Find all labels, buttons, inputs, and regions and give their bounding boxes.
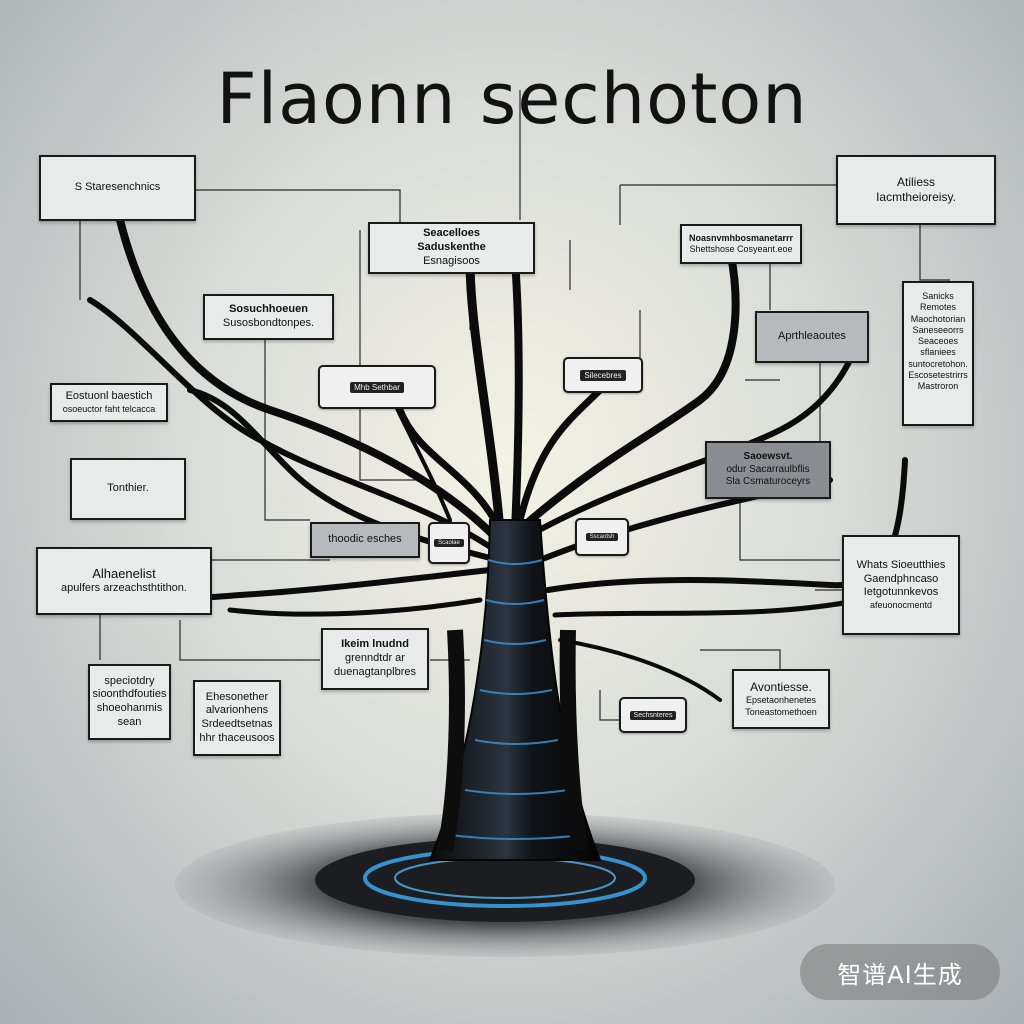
node-box-16-line-1: Whats Sioeutthies [856,558,946,571]
node-box-14-line-3: Maochotorian [910,313,966,324]
node-box-12-line-1: Atiliess [896,175,935,189]
node-box-8-line-3: Srdeedtsetnas [201,718,273,730]
node-box-7-line-2: sioonthdfouties [92,688,167,701]
node-box-4-line-2: osoeuctor faht telcacca [62,403,156,414]
node-box-9: thoodic esches [310,522,420,558]
node-chip-3: Scaolae [428,522,470,564]
node-chip-5: Sechsnteres [619,697,687,733]
node-chip-2: Silecebres [563,357,643,393]
node-box-4-line-1: Eostuonl baestich [65,390,153,402]
node-box-1: S Staresenchnics [39,155,196,221]
node-chip-4-label: Sscaotsh [585,533,619,541]
tree-trunk [428,519,602,861]
node-box-16-line-2: Gaendphncaso [863,572,939,585]
node-box-7: speciotdry sioonthdfouties shoeohanmis s… [88,664,171,740]
node-box-8-line-4: hhr thaceusoos [199,731,275,744]
node-box-10-line-2: grenndtdr ar [345,652,405,665]
node-chip-5-label: Sechsnteres [629,710,677,720]
node-box-15-line-1: Saoewsvt. [743,451,793,463]
node-box-8-line-2: alvarionhens [205,704,269,717]
node-box-7-line-1: speciotdry [104,674,155,687]
node-box-6-line-1: Alhaenelist [92,566,156,581]
node-box-14-line-5: Seaceoes [917,336,959,346]
node-box-14-line-2: Remotes [919,302,956,313]
node-box-8-line-1: Ehesonether [205,690,269,703]
node-box-13: Aprthleaoutes [755,311,869,363]
node-box-6-line-2: apulfers arzeachsthtithon. [61,582,187,595]
node-box-14-line-7: suntocretohon. [908,358,968,369]
node-box-2-line-2: Saduskenthe [417,241,486,254]
node-box-3-line-1: Sosuchhoeuen [229,303,308,316]
node-box-8: Ehesonether alvarionhens Srdeedtsetnas h… [193,680,281,756]
node-box-11-line-2: Shettshose Cosyeant.eoe [689,244,793,254]
node-box-10-line-3: duenagtanplbres [334,665,416,678]
node-box-13-line-1: Aprthleaoutes [778,330,846,343]
node-box-4: Eostuonl baestich osoeuctor faht telcacc… [50,383,168,422]
node-box-7-line-3: shoeohanmis [96,702,163,714]
node-box-15-line-3: Sla Csmaturoceyrs [725,476,811,488]
node-chip-4: Sscaotsh [575,518,629,556]
node-box-14: Sanicks Remotes Maochotorian Saneseeorrs… [902,281,974,426]
node-box-1-line-1: S Staresenchnics [74,181,161,194]
watermark-badge: 智谱AI生成 [800,944,1000,1000]
node-box-14-line-4: Saneseeorrs [912,324,964,335]
node-box-9-line-1: thoodic esches [328,533,402,546]
node-chip-3-label: Scaolae [434,539,464,547]
node-box-10-line-1: Ikeim lnudnd [341,638,409,651]
node-box-17-line-3: Toneastomethoen [745,706,817,717]
node-box-17: Avontiesse. Epsetaonhenetes Toneastometh… [732,669,830,729]
node-box-6: Alhaenelist apulfers arzeachsthtithon. [36,547,212,615]
tree-side-stem-right [559,629,588,852]
node-box-15: Saoewsvt. odur Sacarraulbflis Sla Csmatu… [705,441,831,499]
node-box-14-line-1: Sanicks [922,291,954,301]
node-box-14-line-6: sflaniees [920,347,956,358]
node-box-2: Seacelloes Saduskenthe Esnagisoos [368,222,535,274]
node-box-15-line-2: odur Sacarraulbflis [726,463,810,475]
tree-side-stem-left [437,629,465,852]
node-box-12-line-2: Iacmtheioreisy. [876,190,956,204]
node-box-16-line-4: afeuonocmentd [869,600,933,610]
node-box-16-line-3: Ietgotunnkevos [863,586,939,599]
node-box-14-line-9: Mastroron [917,381,959,391]
node-box-17-line-1: Avontiesse. [750,680,812,695]
node-box-2-line-3: Esnagisoos [423,254,480,267]
node-box-11: Noasnvmhbosmanetarrr Shettshose Cosyeant… [680,224,802,264]
node-chip-2-label: Silecebres [580,369,626,381]
node-box-16: Whats Sioeutthies Gaendphncaso Ietgotunn… [842,535,960,635]
node-box-17-line-2: Epsetaonhenetes [745,695,817,706]
node-box-14-line-8: Escosetestrirrs [908,369,968,380]
trunk-bands [449,559,583,840]
node-box-10: Ikeim lnudnd grenndtdr ar duenagtanplbre… [321,628,429,690]
node-box-12: Atiliess Iacmtheioreisy. [836,155,996,225]
node-chip-1: Mhb Sethbar [318,365,436,409]
node-box-3: Sosuchhoeuen Susosbondtonpes. [203,294,334,340]
node-box-7-line-4: sean [117,715,142,728]
node-box-11-line-1: Noasnvmhbosmanetarrr [688,232,794,243]
node-box-5-line-1: Tonthier. [107,482,149,495]
diagram-title: Flaonn sechoton [216,58,808,140]
node-chip-1-label: Mhb Sethbar [350,381,404,393]
node-box-3-line-2: Susosbondtonpes. [222,317,315,329]
node-box-5: Tonthier. [70,458,186,520]
node-box-2-line-1: Seacelloes [423,227,480,240]
